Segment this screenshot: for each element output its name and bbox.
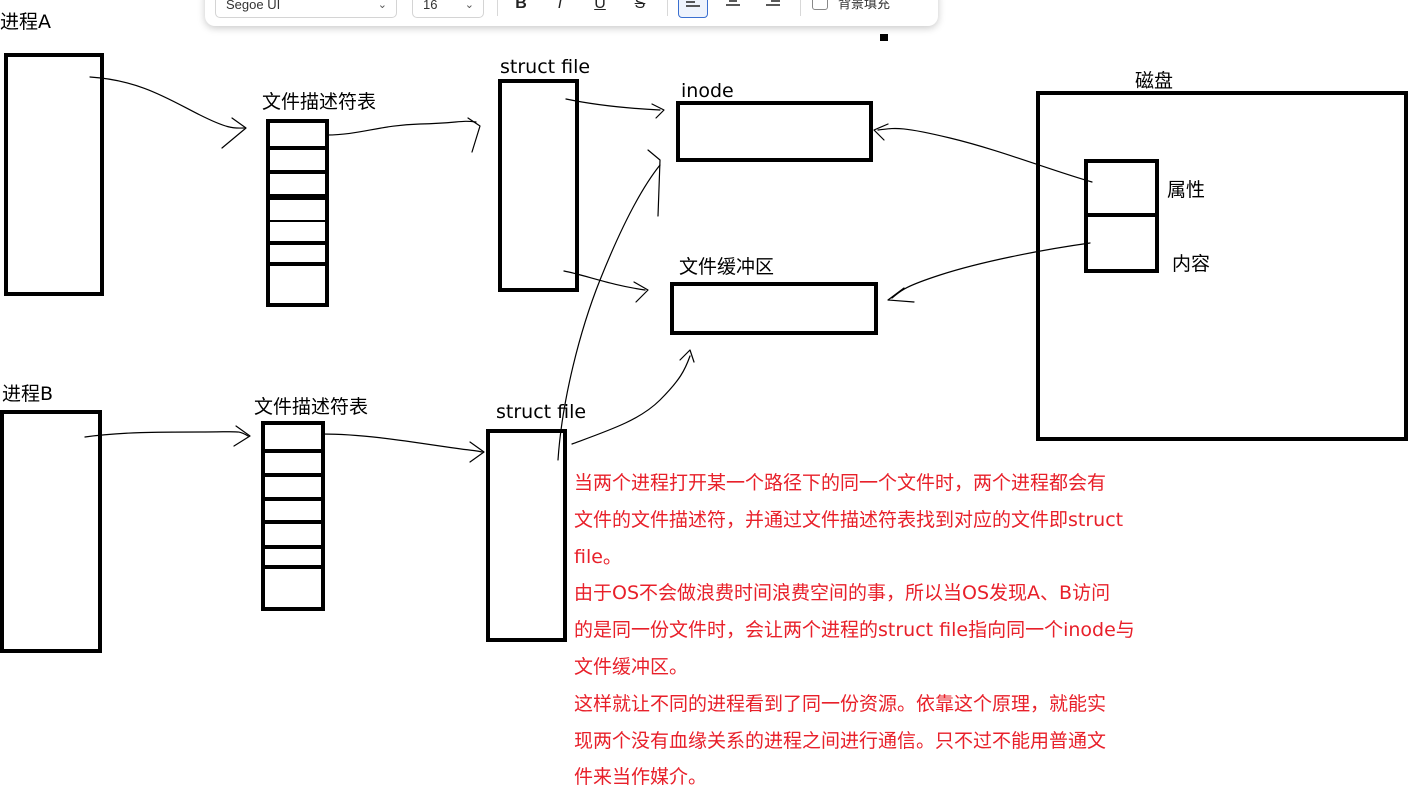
fd-table-a-row-divider bbox=[266, 170, 329, 174]
disk-content-label: 内容 bbox=[1172, 253, 1211, 275]
struct-file-b-box bbox=[486, 429, 567, 642]
chevron-down-icon: ⌄ bbox=[464, 0, 474, 11]
arrow-fdtable-to-structfile-b bbox=[321, 433, 483, 453]
chevron-down-icon: ⌄ bbox=[377, 0, 387, 11]
fd-table-a-row-divider bbox=[266, 194, 329, 198]
arrow-b-to-fdtable bbox=[84, 431, 249, 438]
note-line: 现两个没有血缘关系的进程之间进行通信。只不过不能用普通文 bbox=[574, 729, 1107, 752]
arrowhead bbox=[651, 103, 665, 119]
arrow-a-to-fdtable bbox=[89, 76, 245, 129]
font-family-select[interactable]: Segoe UI ⌄ bbox=[215, 0, 397, 18]
inode-label: inode bbox=[681, 80, 734, 102]
fd-table-b-row-divider bbox=[261, 449, 325, 453]
background-fill-label: 背景填充 bbox=[838, 0, 891, 11]
buffer-box bbox=[670, 282, 878, 335]
fd-table-b-row-divider bbox=[261, 545, 325, 549]
note-line: 当两个进程打开某一个路径下的同一个文件时，两个进程都会有 bbox=[574, 472, 1107, 494]
arrowhead bbox=[679, 349, 695, 363]
arrowhead bbox=[647, 149, 661, 217]
cursor-mark bbox=[880, 34, 888, 41]
note-line: 文件的文件描述符，并通过文件描述符表找到对应的文件即struct bbox=[574, 508, 1124, 531]
process-a-label: 进程A bbox=[0, 11, 51, 33]
struct-file-a-label: struct file bbox=[500, 56, 591, 78]
arrowhead bbox=[233, 425, 251, 447]
align-center-button[interactable] bbox=[718, 0, 748, 18]
process-b-label: 进程B bbox=[2, 383, 54, 405]
process-b-box bbox=[0, 410, 102, 653]
struct-file-b-label: struct file bbox=[496, 401, 587, 423]
align-center-icon bbox=[726, 0, 740, 6]
toolbar-divider bbox=[667, 0, 668, 16]
font-size-value: 16 bbox=[423, 0, 438, 12]
struct-file-a-box bbox=[498, 79, 579, 292]
arrow-structfile-b-to-buffer bbox=[571, 355, 691, 445]
align-right-icon bbox=[766, 0, 780, 6]
toolbar-divider bbox=[497, 0, 498, 16]
note-line: 的是同一份文件时，会让两个进程的struct file指向同一个inode与 bbox=[574, 619, 1135, 642]
note-line: 这样就让不同的进程看到了同一份资源。依靠这个原理，就能实 bbox=[574, 692, 1107, 715]
format-toolbar: Segoe UI ⌄ 16 ⌄ B I U S 背景填充 bbox=[205, 0, 938, 26]
align-left-icon bbox=[686, 1, 700, 7]
bold-button[interactable]: B bbox=[515, 0, 527, 12]
fd-table-b-row-divider bbox=[261, 473, 325, 477]
fd-table-b-row-divider bbox=[261, 565, 325, 569]
arrowhead bbox=[469, 441, 485, 463]
fd-table-b-label: 文件描述符表 bbox=[254, 396, 369, 418]
process-a-box bbox=[4, 53, 104, 296]
align-right-button[interactable] bbox=[758, 0, 788, 18]
disk-file-divider bbox=[1084, 213, 1159, 217]
arrowhead bbox=[873, 123, 889, 141]
fd-table-a bbox=[266, 119, 329, 307]
explanation-note: 当两个进程打开某一个路径下的同一个文件时，两个进程都会有 文件的文件描述符，并通… bbox=[574, 465, 1194, 796]
italic-button[interactable]: I bbox=[557, 0, 563, 12]
arrow-fdtable-to-structfile-a bbox=[326, 120, 477, 136]
fd-table-b-row-divider bbox=[261, 497, 325, 501]
arrowhead bbox=[467, 117, 481, 153]
inode-box bbox=[676, 101, 873, 162]
fd-table-b bbox=[261, 421, 325, 611]
toolbar-divider bbox=[800, 0, 801, 16]
background-fill-checkbox[interactable] bbox=[812, 0, 828, 10]
fd-table-a-row-divider bbox=[266, 146, 329, 150]
note-line: 件来当作媒介。 bbox=[574, 766, 708, 789]
disk-attr-label: 属性 bbox=[1167, 179, 1206, 201]
fd-table-a-label: 文件描述符表 bbox=[262, 91, 377, 113]
font-size-select[interactable]: 16 ⌄ bbox=[412, 0, 484, 18]
fd-table-a-row-divider bbox=[266, 262, 329, 266]
fd-table-a-row bbox=[270, 198, 327, 222]
arrow-structfile-a-to-inode bbox=[565, 98, 661, 111]
arrowhead bbox=[887, 287, 915, 303]
align-left-button[interactable] bbox=[678, 0, 708, 18]
strikethrough-button[interactable]: S bbox=[634, 0, 646, 12]
note-line: 由于OS不会做浪费时间浪费空间的事，所以当OS发现A、B访问 bbox=[574, 582, 1111, 605]
underline-button[interactable]: U bbox=[594, 0, 606, 12]
disk-label: 磁盘 bbox=[1135, 70, 1174, 92]
font-family-value: Segoe UI bbox=[226, 0, 281, 12]
fd-table-a-row-divider bbox=[266, 241, 329, 245]
arrowhead bbox=[221, 117, 247, 149]
arrowhead bbox=[633, 281, 649, 303]
note-line: 文件缓冲区。 bbox=[574, 655, 689, 678]
buffer-label: 文件缓冲区 bbox=[679, 256, 775, 278]
note-line: file。 bbox=[574, 545, 622, 568]
fd-table-b-row-divider bbox=[261, 520, 325, 524]
